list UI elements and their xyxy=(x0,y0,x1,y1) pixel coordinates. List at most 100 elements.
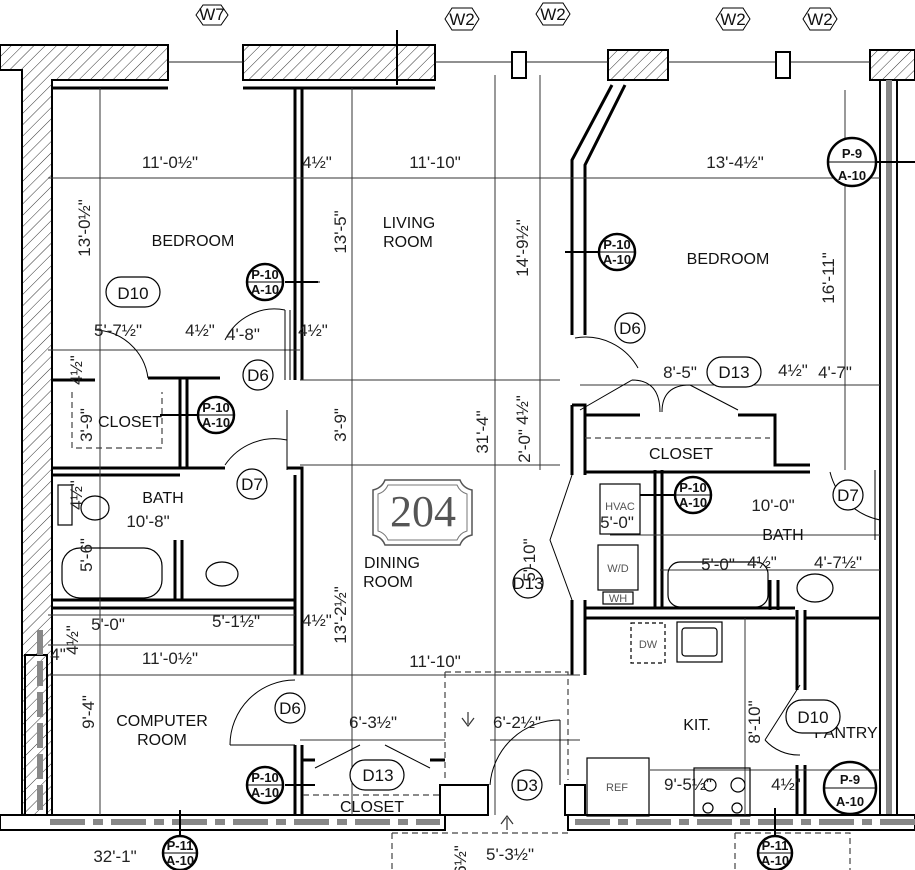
svg-text:P-10: P-10 xyxy=(603,237,630,252)
svg-text:A-10: A-10 xyxy=(836,794,864,809)
dimension: 13'-2½" xyxy=(331,586,350,643)
dimension: 4½" xyxy=(302,611,332,630)
dimension: 32'-1" xyxy=(93,847,136,866)
dimension: 4½" xyxy=(298,321,328,340)
window-tags: W7 W2 W2 W2 W2 xyxy=(195,2,838,31)
room-label-bedroom: BEDROOM xyxy=(152,233,235,250)
hvac-label: HVAC xyxy=(605,501,635,513)
dimension: 31'-4" xyxy=(473,410,492,453)
dimension: 4½" xyxy=(63,625,82,655)
room-label-bath: BATH xyxy=(762,527,803,544)
door-tag: D13 xyxy=(718,363,749,382)
dimension: 4'-8" xyxy=(226,325,260,344)
dimension: 5'-0" xyxy=(701,555,735,574)
dimension-labels: 11'-0½" 4½" 11'-10" 13'-4½" 13'-0½" 13'-… xyxy=(50,153,862,870)
room-label-kitchen: KIT. xyxy=(683,717,711,734)
door-tag: D6 xyxy=(247,366,269,385)
window-tag: W2 xyxy=(449,10,475,29)
room-label-computer: ROOM xyxy=(137,732,187,749)
door-tag: D13 xyxy=(362,766,393,785)
door-tag: D6 xyxy=(279,699,301,718)
dimension: 2'-0" xyxy=(515,429,534,463)
arrow-up-icon xyxy=(500,815,514,830)
dimension: 4½" xyxy=(778,361,808,380)
dimension: 4½" xyxy=(302,153,332,172)
dimension: 6'-3½" xyxy=(349,713,397,732)
room-label-closet: CLOSET xyxy=(98,414,162,431)
window-tag: W2 xyxy=(807,10,833,29)
dimension: 4" xyxy=(50,645,66,664)
dimension: 5'-0" xyxy=(600,513,634,532)
dimension: 4½" xyxy=(67,355,86,385)
door-tag: D6 xyxy=(619,319,641,338)
unit-number-badge: 204 xyxy=(372,479,473,546)
section-tag: P-9A-10 xyxy=(822,760,878,816)
dimension: 13'-4½" xyxy=(706,153,763,172)
section-tag: P-11A-10 xyxy=(161,834,199,870)
dimension: 5'-1½" xyxy=(212,612,260,631)
svg-text:A-10: A-10 xyxy=(166,853,194,868)
svg-text:A-10: A-10 xyxy=(761,853,789,868)
section-tag: P-10A-10 xyxy=(245,262,285,302)
washer-dryer-label: W/D xyxy=(607,563,628,575)
section-tag: P-9A-10 xyxy=(826,136,878,188)
room-label-living: LIVING xyxy=(383,215,435,232)
dimension: 8'-10" xyxy=(745,700,764,743)
svg-text:P-9: P-9 xyxy=(840,772,860,787)
room-label-closet: CLOSET xyxy=(340,799,404,816)
section-tag: P-11A-10 xyxy=(756,834,794,870)
annotations xyxy=(48,30,915,870)
dimension: 10'-8" xyxy=(126,512,169,531)
dimension: 8'-5" xyxy=(663,363,697,382)
svg-text:P-10: P-10 xyxy=(251,770,278,785)
door-tag: D13 xyxy=(512,574,543,593)
svg-text:P-9: P-9 xyxy=(842,146,862,161)
fixtures xyxy=(57,483,834,817)
dimension: 13'-0½" xyxy=(75,199,94,256)
dimension: 4'-7½" xyxy=(814,553,862,572)
dimension: 5'-3½" xyxy=(486,845,534,864)
room-labels: BEDROOM LIVING ROOM BEDROOM CLOSET BATH … xyxy=(98,215,878,816)
section-tags: P-10A-10 P-10A-10 P-10A-10 P-10A-10 P-9A… xyxy=(161,136,878,870)
svg-text:A-10: A-10 xyxy=(202,415,230,430)
window-tag: W7 xyxy=(199,5,225,24)
room-label-bedroom: BEDROOM xyxy=(687,251,770,268)
svg-text:A-10: A-10 xyxy=(838,168,866,183)
door-tag: D10 xyxy=(117,284,148,303)
dimension: 4½" xyxy=(747,553,777,572)
room-label-dining: ROOM xyxy=(363,574,413,591)
dimension: 6'-2½" xyxy=(493,713,541,732)
door-tag: D7 xyxy=(241,475,263,494)
water-heater-label: WH xyxy=(609,593,627,605)
dimension: 13'-5" xyxy=(331,210,350,253)
dimension: 4½" xyxy=(185,321,215,340)
interior-walls xyxy=(52,84,880,815)
svg-text:P-11: P-11 xyxy=(167,838,194,853)
dimension: 14'-9½" xyxy=(513,219,532,276)
dishwasher-label: DW xyxy=(639,639,658,651)
door-tag: D3 xyxy=(516,776,538,795)
dimension: 11'-0½" xyxy=(142,649,198,668)
door-tag: D7 xyxy=(837,486,859,505)
dimension: 10'-0" xyxy=(751,496,794,515)
dimension: 4½" xyxy=(513,395,532,425)
svg-text:A-10: A-10 xyxy=(679,495,707,510)
room-label-dining: DINING xyxy=(364,555,420,572)
dimension: 11'-10" xyxy=(409,153,461,172)
dimension: 6½" xyxy=(451,845,470,870)
svg-text:A-10: A-10 xyxy=(603,252,631,267)
door-tags: D10 D6 D7 D6 D13 D6 D13 D7 D13 D3 D10 xyxy=(105,276,864,801)
svg-text:P-10: P-10 xyxy=(251,267,278,282)
svg-text:P-11: P-11 xyxy=(762,838,789,853)
dimension: 4½" xyxy=(771,775,801,794)
section-tag: P-10A-10 xyxy=(597,232,637,272)
dimension: 4½" xyxy=(67,480,86,510)
section-tag: P-10A-10 xyxy=(196,395,236,435)
dimension: 5'-7½" xyxy=(94,321,142,340)
section-tag: P-10A-10 xyxy=(673,475,713,515)
svg-text:A-10: A-10 xyxy=(251,785,279,800)
svg-text:A-10: A-10 xyxy=(251,282,279,297)
dimension: 5'-6" xyxy=(77,538,96,572)
window-tag: W2 xyxy=(720,10,746,29)
